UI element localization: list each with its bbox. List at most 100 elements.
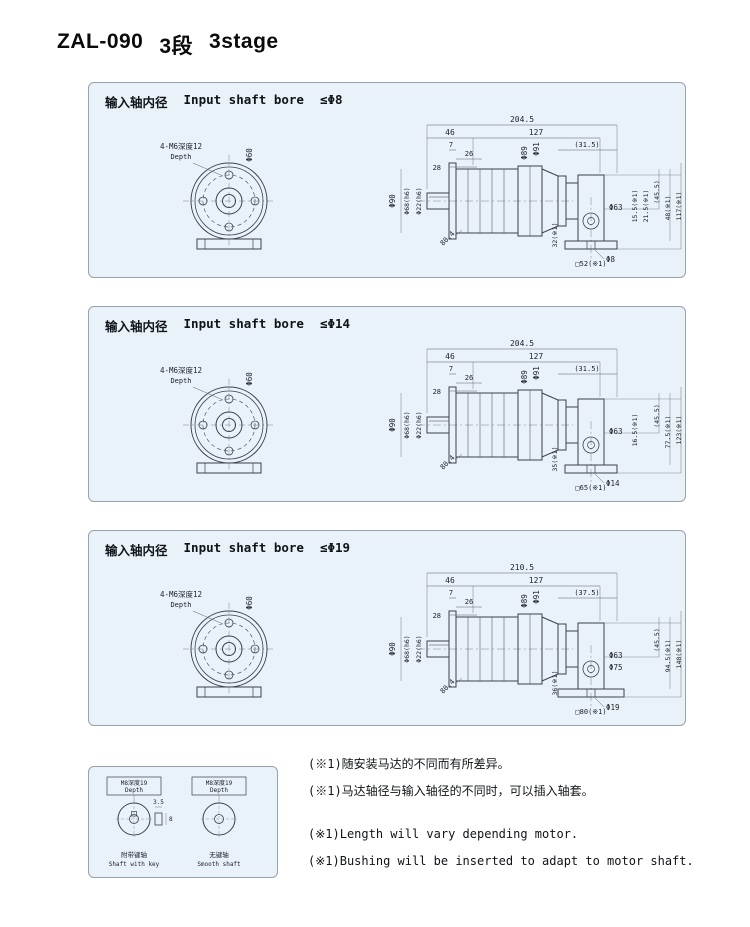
dim-r1: 16.5(※1) bbox=[631, 414, 639, 447]
bolt-circle bbox=[202, 398, 256, 452]
dim-bore: Φ19 bbox=[606, 703, 620, 712]
tap-spec-label: 4-M6深度12 bbox=[160, 365, 202, 375]
dim-s2: 28 bbox=[433, 164, 441, 172]
dim-a: 46 bbox=[445, 576, 455, 585]
dim-phi68: Φ68(h6) bbox=[403, 635, 411, 662]
bolt-hole bbox=[198, 196, 208, 206]
dim-s2: 28 bbox=[433, 612, 441, 620]
title-stage-en: 3stage bbox=[209, 30, 279, 53]
flange-inner-circle bbox=[194, 390, 264, 460]
key-side-view bbox=[154, 812, 163, 826]
bolt-hole bbox=[224, 222, 234, 232]
leader-line bbox=[594, 473, 605, 484]
dim-phi91: Φ91 bbox=[532, 142, 541, 156]
dim-phi75: Φ75 bbox=[609, 663, 623, 672]
keyway bbox=[131, 811, 137, 817]
dim-s2: 28 bbox=[433, 388, 441, 396]
dim-s1: 26 bbox=[465, 598, 473, 606]
dim-c: 7 bbox=[449, 365, 453, 373]
dim-right3: 117(※1) bbox=[675, 192, 683, 221]
leader-line bbox=[192, 610, 224, 625]
tap-spec-label: M8深度19 bbox=[121, 779, 148, 787]
bore-circle bbox=[222, 418, 236, 432]
dim-paren: (37.5) bbox=[574, 589, 599, 597]
tap-spec-label: 4-M6深度12 bbox=[160, 141, 202, 151]
dim-total: 204.5 bbox=[510, 339, 534, 348]
coupling-circle bbox=[587, 441, 595, 449]
dim-phi91: Φ91 bbox=[532, 590, 541, 604]
depth-label: Depth bbox=[170, 153, 191, 161]
dim-key-length: 8 bbox=[169, 816, 173, 823]
leader-line bbox=[594, 697, 605, 708]
dim-b1: 36(※1) bbox=[551, 670, 559, 695]
panel-header-cn: 输入轴内径 bbox=[105, 319, 168, 334]
dim-key-width: 3.5 bbox=[153, 799, 164, 806]
dim-phi68: Φ68(h6) bbox=[403, 411, 411, 438]
dim-total: 210.5 bbox=[510, 563, 534, 572]
caption-cn-shaft-with-key: 附带键轴 bbox=[121, 850, 148, 859]
footnotes: (※1)随安装马达的不同而有所差异。 (※1)马达轴径与输入轴径的不同时，可以插… bbox=[308, 756, 728, 880]
hub-circle bbox=[215, 187, 243, 215]
dim-b: 127 bbox=[529, 576, 544, 585]
dim-c: 7 bbox=[449, 589, 453, 597]
footnote-cn-1: (※1)随安装马达的不同而有所差异。 bbox=[308, 757, 510, 771]
dim-right1: (45.5) bbox=[653, 628, 661, 651]
flange-inner-circle bbox=[194, 614, 264, 684]
leader-line bbox=[192, 162, 224, 177]
panel-header-limit: ≤Φ14 bbox=[319, 316, 351, 331]
dim-phi22: Φ22(h6) bbox=[415, 411, 423, 438]
tap-spec-label: M8深度19 bbox=[206, 779, 233, 787]
panel-header-en: Input shaft bore bbox=[183, 316, 304, 331]
panel-header-limit: ≤Φ19 bbox=[319, 540, 351, 555]
mount-base bbox=[564, 240, 618, 250]
dim-r2: 21.5(※1) bbox=[642, 190, 650, 223]
tap-spec-label: 4-M6深度12 bbox=[160, 589, 202, 599]
dim-right1: (45.5) bbox=[653, 180, 661, 203]
dim-s1: 26 bbox=[465, 150, 473, 158]
depth-label: Depth bbox=[210, 787, 228, 794]
dim-phi91: Φ91 bbox=[532, 366, 541, 380]
bolt-hole bbox=[198, 644, 208, 654]
footnote-cn-2: (※1)马达轴径与输入轴径的不同时，可以插入轴套。 bbox=[308, 784, 594, 798]
dim-s1: 26 bbox=[465, 374, 473, 382]
page-title: ZAL-090 3段 3stage bbox=[57, 30, 279, 60]
coupling-circle bbox=[582, 660, 600, 678]
depth-label: Depth bbox=[170, 377, 191, 385]
panel-header-cn: 输入轴内径 bbox=[105, 543, 168, 558]
shaft-face-circle bbox=[202, 802, 236, 836]
bolt-circle-dim: Φ60 bbox=[245, 596, 254, 610]
dim-right3: 123(※1) bbox=[675, 416, 683, 445]
dim-phi63: Φ63 bbox=[609, 651, 623, 660]
bolt-hole bbox=[250, 196, 260, 206]
bolt-hole bbox=[250, 644, 260, 654]
dim-phi89: Φ89 bbox=[520, 594, 529, 608]
bolt-circle bbox=[202, 622, 256, 676]
shaft-bore-circle bbox=[214, 814, 224, 824]
dim-b2: □52(※1) bbox=[575, 260, 606, 268]
dim-phi90: Φ90 bbox=[388, 418, 397, 432]
dim-right3: 140(※1) bbox=[675, 640, 683, 669]
dim-a: 46 bbox=[445, 128, 455, 137]
hub-circle bbox=[215, 411, 243, 439]
panel-header: 输入轴内径 Input shaft bore ≤Φ19 bbox=[89, 531, 685, 559]
bore-circle bbox=[222, 642, 236, 656]
footnote-en-2: (※1)Bushing will be inserted to adapt to… bbox=[308, 854, 694, 868]
title-model: ZAL-090 bbox=[57, 30, 144, 53]
shaft-face-circle bbox=[117, 802, 151, 836]
mount-foot bbox=[196, 238, 262, 250]
bolt-circle bbox=[202, 174, 256, 228]
panel-header: 输入轴内径 Input shaft bore ≤Φ14 bbox=[89, 307, 685, 335]
dim-bore: Φ14 bbox=[606, 479, 620, 488]
dim-right2: 48(※1) bbox=[664, 195, 672, 220]
panel-header-cn: 输入轴内径 bbox=[105, 95, 168, 110]
dim-phi90: Φ90 bbox=[388, 194, 397, 208]
dim-b: 127 bbox=[529, 352, 544, 361]
coupling-circle bbox=[582, 436, 600, 454]
